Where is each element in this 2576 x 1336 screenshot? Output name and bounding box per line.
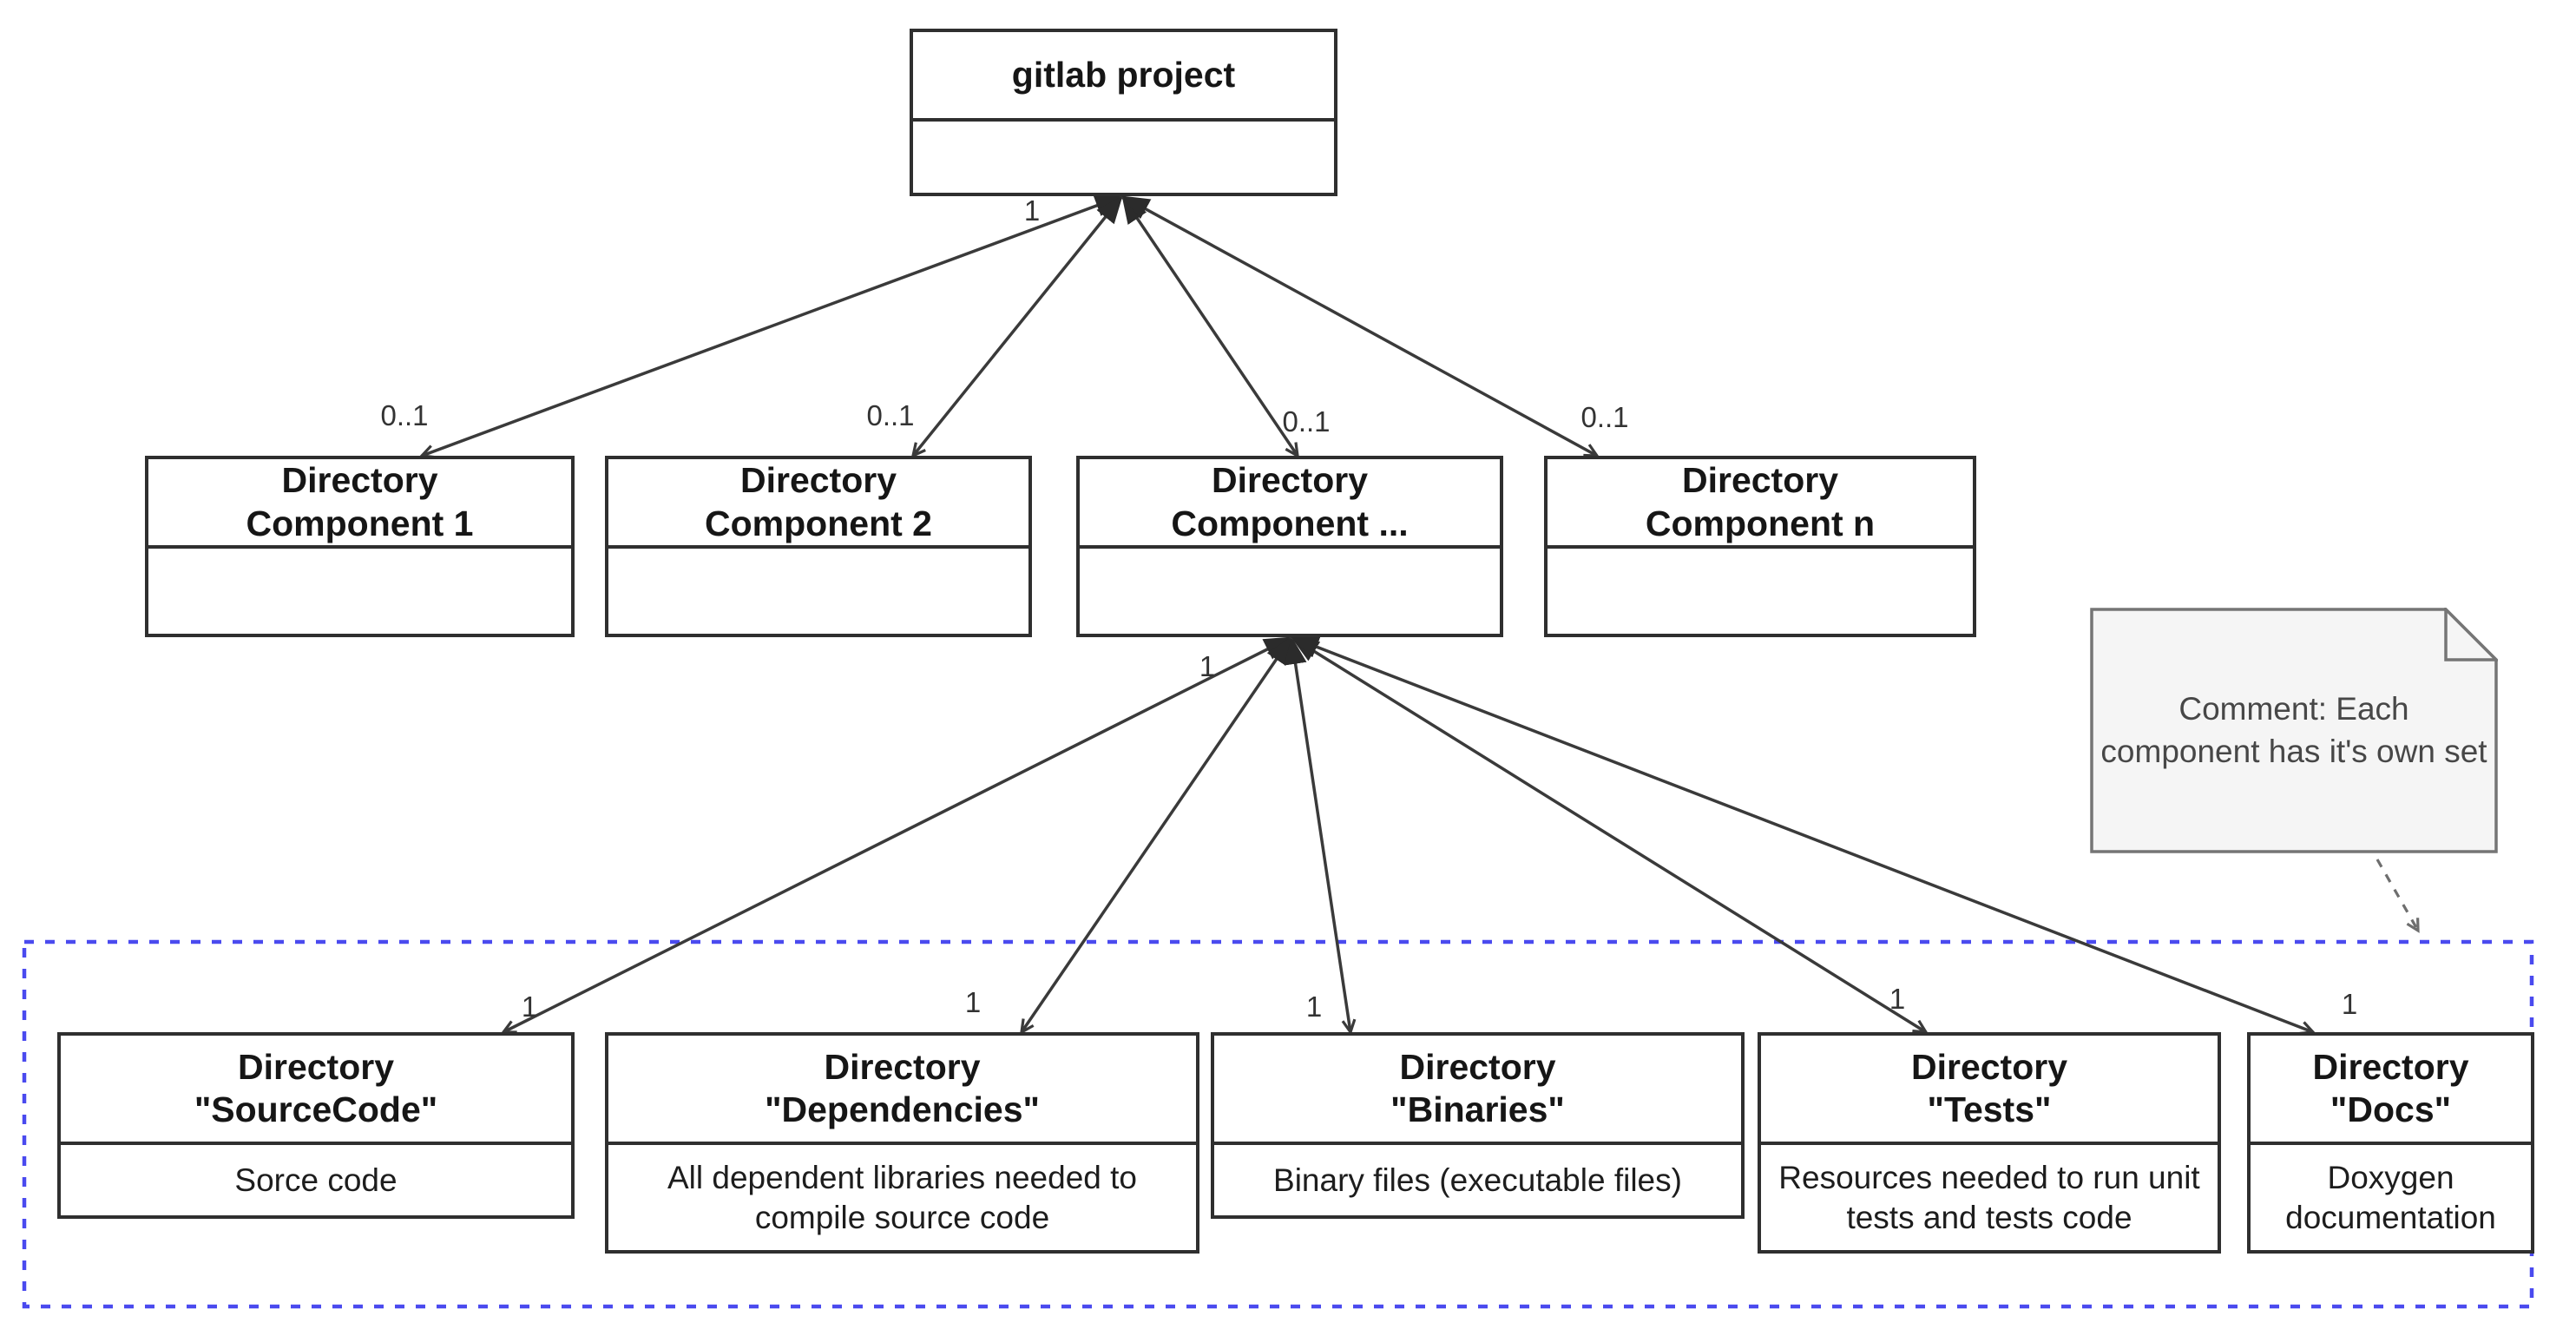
class-title-line1: Directory [1399,1046,1556,1087]
class-title-text: gitlab project [1011,54,1236,95]
comment-note: Comment: Each component has it's own set [2090,608,2498,853]
class-directory-docs: Directory "Docs" Doxygen documentation [2247,1032,2534,1254]
multiplicity-component2-end: 0..1 [866,399,915,431]
class-title-line2: "Tests" [1927,1089,2052,1129]
class-title-line2: "Binaries" [1390,1089,1565,1129]
class-title: Directory Component ... [1080,459,1500,549]
class-directory-component-2: Directory Component 2 [605,456,1032,637]
link-gitlab-component-n [1121,194,1600,457]
class-title: Directory "Dependencies" [608,1036,1196,1145]
link-gitlab-component2 [910,194,1124,458]
class-body-text: Resources needed to run unit tests and t… [1778,1160,2200,1235]
class-title-line1: Directory [1211,460,1368,501]
link-component-dependencies [1019,636,1293,1035]
class-title: Directory Component 2 [608,459,1028,549]
link-component-sourcecode [500,635,1292,1034]
class-title: Directory "Tests" [1761,1036,2218,1145]
class-title-line1: Directory [2312,1046,2469,1087]
class-body-empty [608,549,1028,634]
class-title-line1: Directory [1910,1046,2067,1087]
gitlab-composition-links [418,194,1600,459]
class-title-line2: Component ... [1171,503,1409,543]
multiplicity-component1-end: 0..1 [380,399,429,431]
class-directory-component-dots: Directory Component ... [1076,456,1503,637]
class-title-line2: Component 1 [246,503,474,543]
class-directory-component-n: Directory Component n [1544,456,1976,637]
class-title-line2: Component 2 [705,503,932,543]
component-composition-links [500,635,2316,1036]
link-gitlab-component-dots [1120,195,1300,458]
class-title-line1: Directory [237,1046,394,1087]
comment-note-text: Comment: Each component has it's own set [2100,691,2487,769]
class-directory-component-1: Directory Component 1 [145,456,575,637]
class-title-line1: Directory [1681,460,1838,501]
link-component-binaries [1284,636,1357,1036]
class-title: Directory Component n [1548,459,1973,549]
class-body-text: All dependent libraries needed to compil… [667,1160,1137,1235]
class-body-text: Sorce code [234,1162,398,1198]
class-title: Directory "SourceCode" [61,1036,571,1145]
class-directory-binaries: Directory "Binaries" Binary files (execu… [1211,1032,1745,1219]
class-gitlab-project-title: gitlab project [913,32,1334,122]
class-body-empty [148,549,571,634]
class-directory-sourcecode: Directory "SourceCode" Sorce code [57,1032,575,1219]
multiplicity-dependencies-end: 1 [964,986,982,1018]
class-directory-tests: Directory "Tests" Resources needed to ru… [1758,1032,2221,1254]
class-body-empty [1548,549,1973,634]
multiplicity-root-end: 1 [1023,194,1041,227]
class-body-empty [1080,549,1500,634]
multiplicity-docs-end: 1 [2341,988,2358,1020]
class-title: Directory "Docs" [2251,1036,2531,1145]
multiplicity-sourcecode-end: 1 [521,990,538,1023]
class-body-text: Binary files (executable files) [1273,1162,1682,1198]
class-title-line2: "Dependencies" [765,1089,1040,1129]
link-component-docs [1291,635,2316,1036]
class-title-line1: Directory [281,460,438,501]
multiplicity-component-n-end: 0..1 [1580,401,1629,433]
class-title-line2: "SourceCode" [194,1089,438,1129]
class-title-line2: Component n [1645,503,1876,543]
link-component-tests [1291,635,1929,1034]
class-gitlab-project: gitlab project [910,29,1337,196]
class-title-line2: "Docs" [2330,1089,2452,1129]
class-title: Directory Component 1 [148,459,571,549]
class-title-line1: Directory [739,460,897,501]
class-gitlab-project-body [913,122,1334,193]
multiplicity-tests-end: 1 [1889,983,1906,1015]
class-body-text: Doxygen documentation [2285,1160,2496,1235]
note-pointer-arrow [2376,859,2420,933]
multiplicity-binaries-end: 1 [1305,990,1323,1023]
class-title: Directory "Binaries" [1214,1036,1741,1145]
class-title-line1: Directory [824,1046,981,1087]
multiplicity-component-dots-end: 0..1 [1282,405,1331,438]
multiplicity-component-parent-end: 1 [1199,650,1216,682]
class-directory-dependencies: Directory "Dependencies" All dependent l… [605,1032,1199,1254]
